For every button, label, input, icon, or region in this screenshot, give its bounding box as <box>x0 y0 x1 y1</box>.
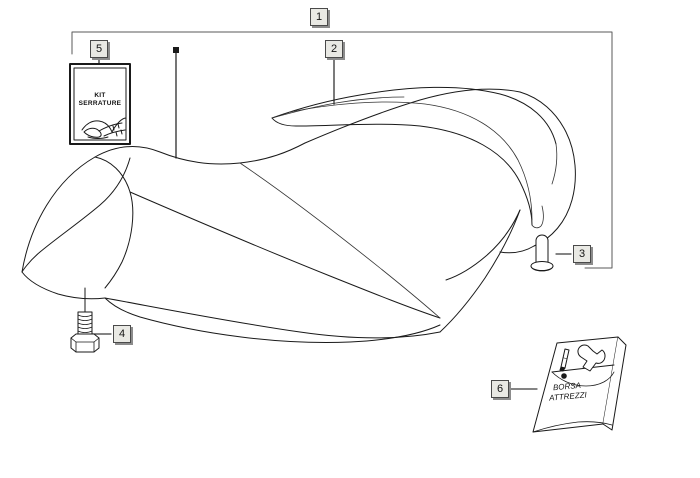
rear-seat-trim <box>271 86 558 229</box>
hex-bolt <box>70 287 100 353</box>
callout-3[interactable]: 3 <box>573 245 591 263</box>
callout-6[interactable]: 6 <box>491 380 509 398</box>
lock-kit-label-line1: KIT <box>94 92 106 99</box>
callout-5[interactable]: 5 <box>90 40 108 58</box>
rider-seat-body <box>21 88 576 343</box>
callout-4[interactable]: 4 <box>113 325 131 343</box>
lock-kit-box <box>69 63 131 145</box>
seat-surface-pointer <box>173 47 179 159</box>
lock-kit-label-line2: SERRATURE <box>78 100 122 107</box>
pin-stud <box>530 234 554 272</box>
seat-assembly-bracket <box>71 31 613 269</box>
callout-1[interactable]: 1 <box>310 8 328 26</box>
callout-2[interactable]: 2 <box>325 40 343 58</box>
tool-bag <box>532 336 627 433</box>
